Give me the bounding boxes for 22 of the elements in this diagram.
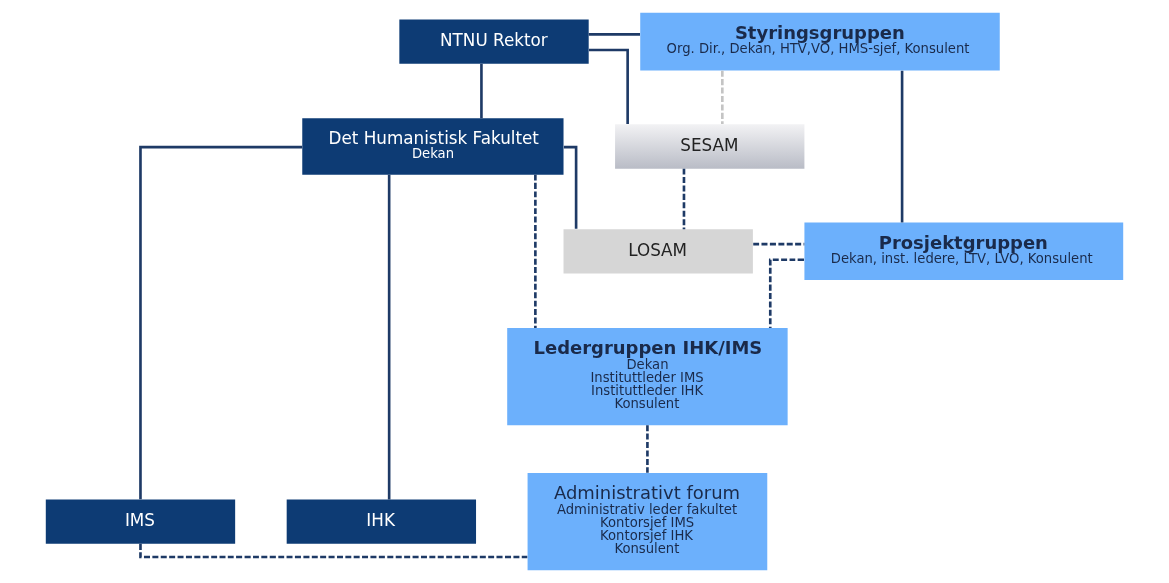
connector: [589, 48, 629, 125]
connector: [768, 258, 804, 329]
connector: [534, 174, 537, 329]
node-box: Prosjektgruppen Dekan, inst. ledere, LTV, LVO, Konsulent: [804, 222, 1124, 281]
node-box: IMS: [45, 499, 236, 544]
node-box: IHK: [286, 499, 477, 544]
connector: [588, 33, 640, 36]
connector: [721, 70, 724, 125]
connector: [480, 63, 483, 119]
connector: [387, 174, 391, 500]
connector: [900, 70, 904, 223]
node-box: Styringsgruppen Org. Dir., Dekan, HTV,VO, HMS-sjef, Konsulent: [640, 12, 1000, 71]
connector: [682, 168, 686, 230]
node-box: Administrativt forum Administrativ leder fakultet Kontorsjef IMS Kontorsjef IHK Konsulent: [527, 473, 768, 571]
node-box: Det Humanistisk Fakultet Dekan: [302, 118, 564, 175]
connector: [563, 145, 578, 229]
node-box: LOSAM: [563, 229, 753, 274]
connector: [139, 145, 303, 500]
node-box: Ledergruppen IHK/IMS Dekan Instituttleder IMS Instituttleder IHK Konsulent: [507, 328, 788, 426]
connector: [646, 425, 649, 473]
node-box: SESAM: [615, 124, 805, 169]
node-box: NTNU Rektor: [399, 19, 589, 64]
